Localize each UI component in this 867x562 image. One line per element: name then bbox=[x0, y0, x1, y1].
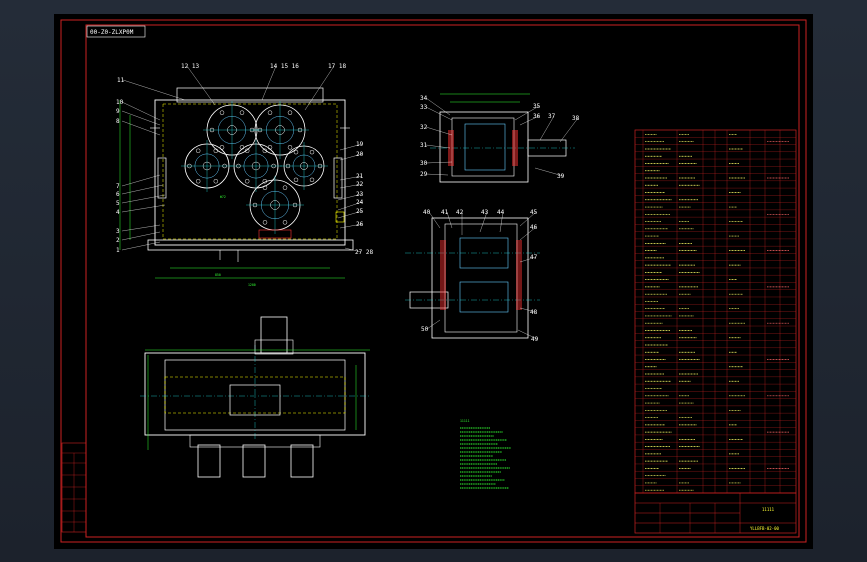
balloon-label: 42 bbox=[456, 209, 464, 216]
svg-text:Φ72: Φ72 bbox=[220, 195, 226, 199]
balloon-label: 25 bbox=[356, 208, 364, 215]
title-tag: 00-Z0-ZLXP0M bbox=[90, 29, 134, 36]
balloon-label: 22 bbox=[356, 181, 364, 188]
balloon-label: 37 bbox=[548, 113, 556, 120]
balloon-label: 9 bbox=[116, 108, 120, 115]
outer-frame bbox=[60, 19, 807, 543]
balloon-label: 6 bbox=[116, 191, 120, 198]
balloon-label: 47 bbox=[530, 254, 538, 261]
balloon-label: 1 bbox=[116, 247, 120, 254]
balloon-label: 43 bbox=[481, 209, 489, 216]
balloon-label: 23 bbox=[356, 191, 364, 198]
section-view-a bbox=[430, 93, 575, 183]
balloon-label: 7 bbox=[116, 183, 120, 190]
front-view: 850 1200 Φ72 bbox=[119, 87, 354, 287]
gear-set bbox=[181, 101, 328, 239]
svg-text:1200: 1200 bbox=[248, 283, 256, 287]
balloon-label: 30 bbox=[420, 160, 428, 167]
parts-list-table bbox=[634, 129, 797, 494]
balloon-label: 21 bbox=[356, 173, 364, 180]
balloon-label: 17 18 bbox=[328, 63, 346, 70]
balloon-label: 39 bbox=[557, 173, 565, 180]
inner-frame bbox=[85, 24, 800, 538]
balloon-label: 32 bbox=[420, 124, 428, 131]
balloon-label: 24 bbox=[356, 199, 364, 206]
balloon-label: 12 13 bbox=[181, 63, 199, 70]
balloon-label: 11 bbox=[117, 77, 125, 84]
balloon-label: 8 bbox=[116, 118, 120, 125]
balloon-label: 14 15 16 bbox=[270, 63, 299, 70]
svg-text:11111: 11111 bbox=[460, 419, 470, 423]
balloon-label: 3 bbox=[116, 228, 120, 235]
title-block: 11111 YLLBFB-02-00 bbox=[634, 492, 797, 534]
drawing-code: YLLBFB-02-00 bbox=[750, 526, 779, 531]
balloon-label: 38 bbox=[572, 115, 580, 122]
title-tag-box bbox=[86, 25, 146, 38]
balloon-label: 31 bbox=[420, 142, 428, 149]
balloon-label: 46 bbox=[530, 224, 538, 231]
balloon-label: 50 bbox=[421, 326, 429, 333]
balloon-label: 40 bbox=[423, 209, 431, 216]
balloon-label: 4 bbox=[116, 209, 120, 216]
balloon-label: 49 bbox=[531, 336, 539, 343]
technical-notes: 11111 bbox=[460, 419, 511, 489]
balloon-label: 41 bbox=[441, 209, 449, 216]
balloon-label: 5 bbox=[116, 200, 120, 207]
balloon-label: 44 bbox=[497, 209, 505, 216]
balloon-label: 45 bbox=[530, 209, 538, 216]
section-view-b bbox=[405, 217, 540, 339]
balloon-label: 20 bbox=[356, 151, 364, 158]
balloon-label: 29 bbox=[420, 171, 428, 178]
balloon-label: 36 bbox=[533, 113, 541, 120]
svg-text:850: 850 bbox=[215, 273, 221, 277]
balloon-label: 33 bbox=[420, 104, 428, 111]
plan-view bbox=[140, 316, 370, 478]
balloon-label: 19 bbox=[356, 141, 364, 148]
drawing-title: 11111 bbox=[762, 507, 775, 512]
balloon-label: 48 bbox=[530, 309, 538, 316]
left-margin-table bbox=[61, 442, 87, 533]
balloon-label: 34 bbox=[420, 95, 428, 102]
balloon-label: 35 bbox=[533, 103, 541, 110]
balloon-label: 27 28 bbox=[355, 249, 373, 256]
balloon-label: 26 bbox=[356, 221, 364, 228]
balloon-label: 2 bbox=[116, 237, 120, 244]
balloon-label: 10 bbox=[116, 99, 124, 106]
